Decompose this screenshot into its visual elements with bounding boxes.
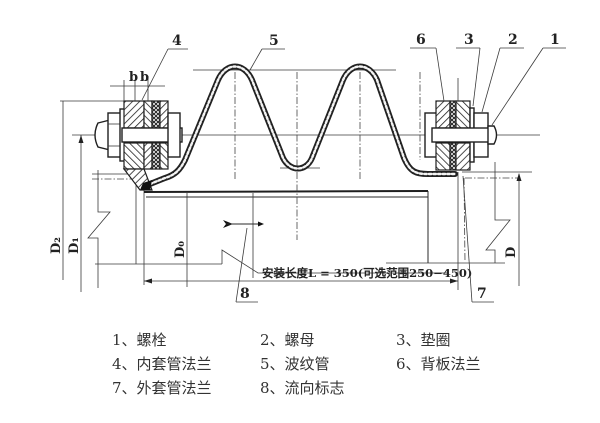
part-number-2: 2 bbox=[508, 32, 518, 48]
leader-2 bbox=[481, 47, 501, 113]
bellow-clamp-upper bbox=[151, 100, 161, 129]
dim-label-b-left: b bbox=[129, 70, 138, 85]
legend-item-inner-sleeve-flange: 4、内套管法兰 bbox=[112, 355, 212, 373]
left-break-line bbox=[87, 170, 111, 288]
bellow-centerlines bbox=[234, 72, 421, 240]
part-number-6: 6 bbox=[416, 32, 426, 48]
flow-direction-marker bbox=[223, 220, 264, 228]
right-bolt-end-icon bbox=[487, 125, 498, 145]
flow-arrow-head-icon bbox=[258, 221, 264, 227]
part-number-7: 7 bbox=[477, 286, 487, 302]
legend-item-outer-sleeve-flange: 7、外套管法兰 bbox=[112, 379, 212, 397]
legend-item-bellows: 5、波纹管 bbox=[260, 355, 330, 373]
leader-4 bbox=[141, 48, 169, 101]
part-number-8: 8 bbox=[240, 286, 250, 302]
install-length-leader bbox=[221, 249, 448, 274]
dim-label-d: D bbox=[504, 247, 519, 258]
install-length-left-arrow-icon bbox=[144, 278, 152, 284]
back-flange-upper-right bbox=[435, 100, 451, 129]
install-length-dimension: 安装长度L = 350(可选范围250−450) bbox=[144, 249, 472, 284]
install-length-text: 安装长度L = 350(可选范围250−450) bbox=[262, 266, 472, 280]
left-dimension-lines bbox=[62, 101, 222, 292]
dimension-labels: b b D₂ D₁ D₀ D bbox=[49, 70, 519, 258]
part-number-1: 1 bbox=[550, 32, 560, 48]
leader-8 bbox=[235, 227, 248, 303]
legend-item-washer: 3、垫圈 bbox=[396, 331, 451, 349]
outer-sleeve-flange-upper bbox=[455, 100, 471, 129]
inner-sleeve-pipe bbox=[143, 190, 429, 278]
left-inner-nut bbox=[167, 112, 181, 158]
outer-sleeve-flange-lower bbox=[455, 142, 471, 171]
legend-row: 1、螺栓 2、螺母 3、垫圈 bbox=[112, 328, 532, 352]
inner-sleeve-flange-upper bbox=[123, 100, 145, 129]
bellow-clamp-lower bbox=[151, 142, 161, 170]
inner-sleeve-flange-lower-mid bbox=[143, 142, 153, 170]
dim-label-d0: D₀ bbox=[173, 241, 188, 258]
leader-3 bbox=[472, 47, 481, 107]
dim-label-b-right: b bbox=[140, 70, 149, 85]
bellow-clamp-lower-right bbox=[449, 142, 457, 171]
bellow-clamp-upper-right bbox=[449, 100, 457, 129]
d1-arrow-icon bbox=[78, 135, 84, 143]
part-leaders bbox=[141, 47, 566, 303]
legend-item-nut: 2、螺母 bbox=[260, 331, 315, 349]
legend-item-bolt: 1、螺栓 bbox=[112, 331, 167, 349]
back-flange-lower-right bbox=[435, 142, 451, 171]
left-bolt-shaft bbox=[121, 127, 183, 143]
part-number-4: 4 bbox=[172, 33, 182, 49]
inner-sleeve-flange-mid bbox=[143, 100, 153, 129]
leader-6 bbox=[435, 47, 445, 102]
legend-row: 4、内套管法兰 5、波纹管 6、背板法兰 bbox=[112, 352, 532, 376]
part-number-5: 5 bbox=[269, 33, 279, 49]
back-flange-upper bbox=[159, 100, 169, 129]
dim-label-d2: D₂ bbox=[49, 237, 64, 254]
right-break-line bbox=[485, 162, 511, 263]
right-bolt-shaft bbox=[431, 127, 493, 143]
bellows-tube bbox=[147, 63, 458, 187]
dim-label-d1: D₁ bbox=[67, 237, 82, 254]
weld-fillet-icon bbox=[140, 180, 152, 190]
install-length-right-arrow-icon bbox=[450, 278, 458, 284]
right-flange-assembly bbox=[424, 78, 498, 171]
leader-5 bbox=[249, 48, 263, 71]
bellow-inner-texture bbox=[148, 65, 457, 186]
legend-item-flow-marker: 8、流向标志 bbox=[260, 379, 345, 397]
parts-legend: 1、螺栓 2、螺母 3、垫圈 4、内套管法兰 5、波纹管 6、背板法兰 7、外套… bbox=[112, 328, 532, 400]
d-arrow-icon bbox=[516, 173, 522, 181]
part-number-labels: 4 5 6 3 2 1 7 8 bbox=[172, 32, 560, 302]
legend-item-back-flange: 6、背板法兰 bbox=[396, 355, 481, 373]
leader-1 bbox=[491, 47, 544, 126]
left-flange-assembly bbox=[94, 76, 183, 191]
inner-pipe-top-edge bbox=[143, 190, 429, 193]
leader-7 bbox=[462, 175, 473, 303]
back-flange-lower bbox=[159, 142, 169, 170]
part-number-3: 3 bbox=[464, 32, 474, 48]
legend-row: 7、外套管法兰 8、流向标志 bbox=[112, 376, 532, 400]
inner-sleeve-flange-lower bbox=[123, 142, 145, 170]
